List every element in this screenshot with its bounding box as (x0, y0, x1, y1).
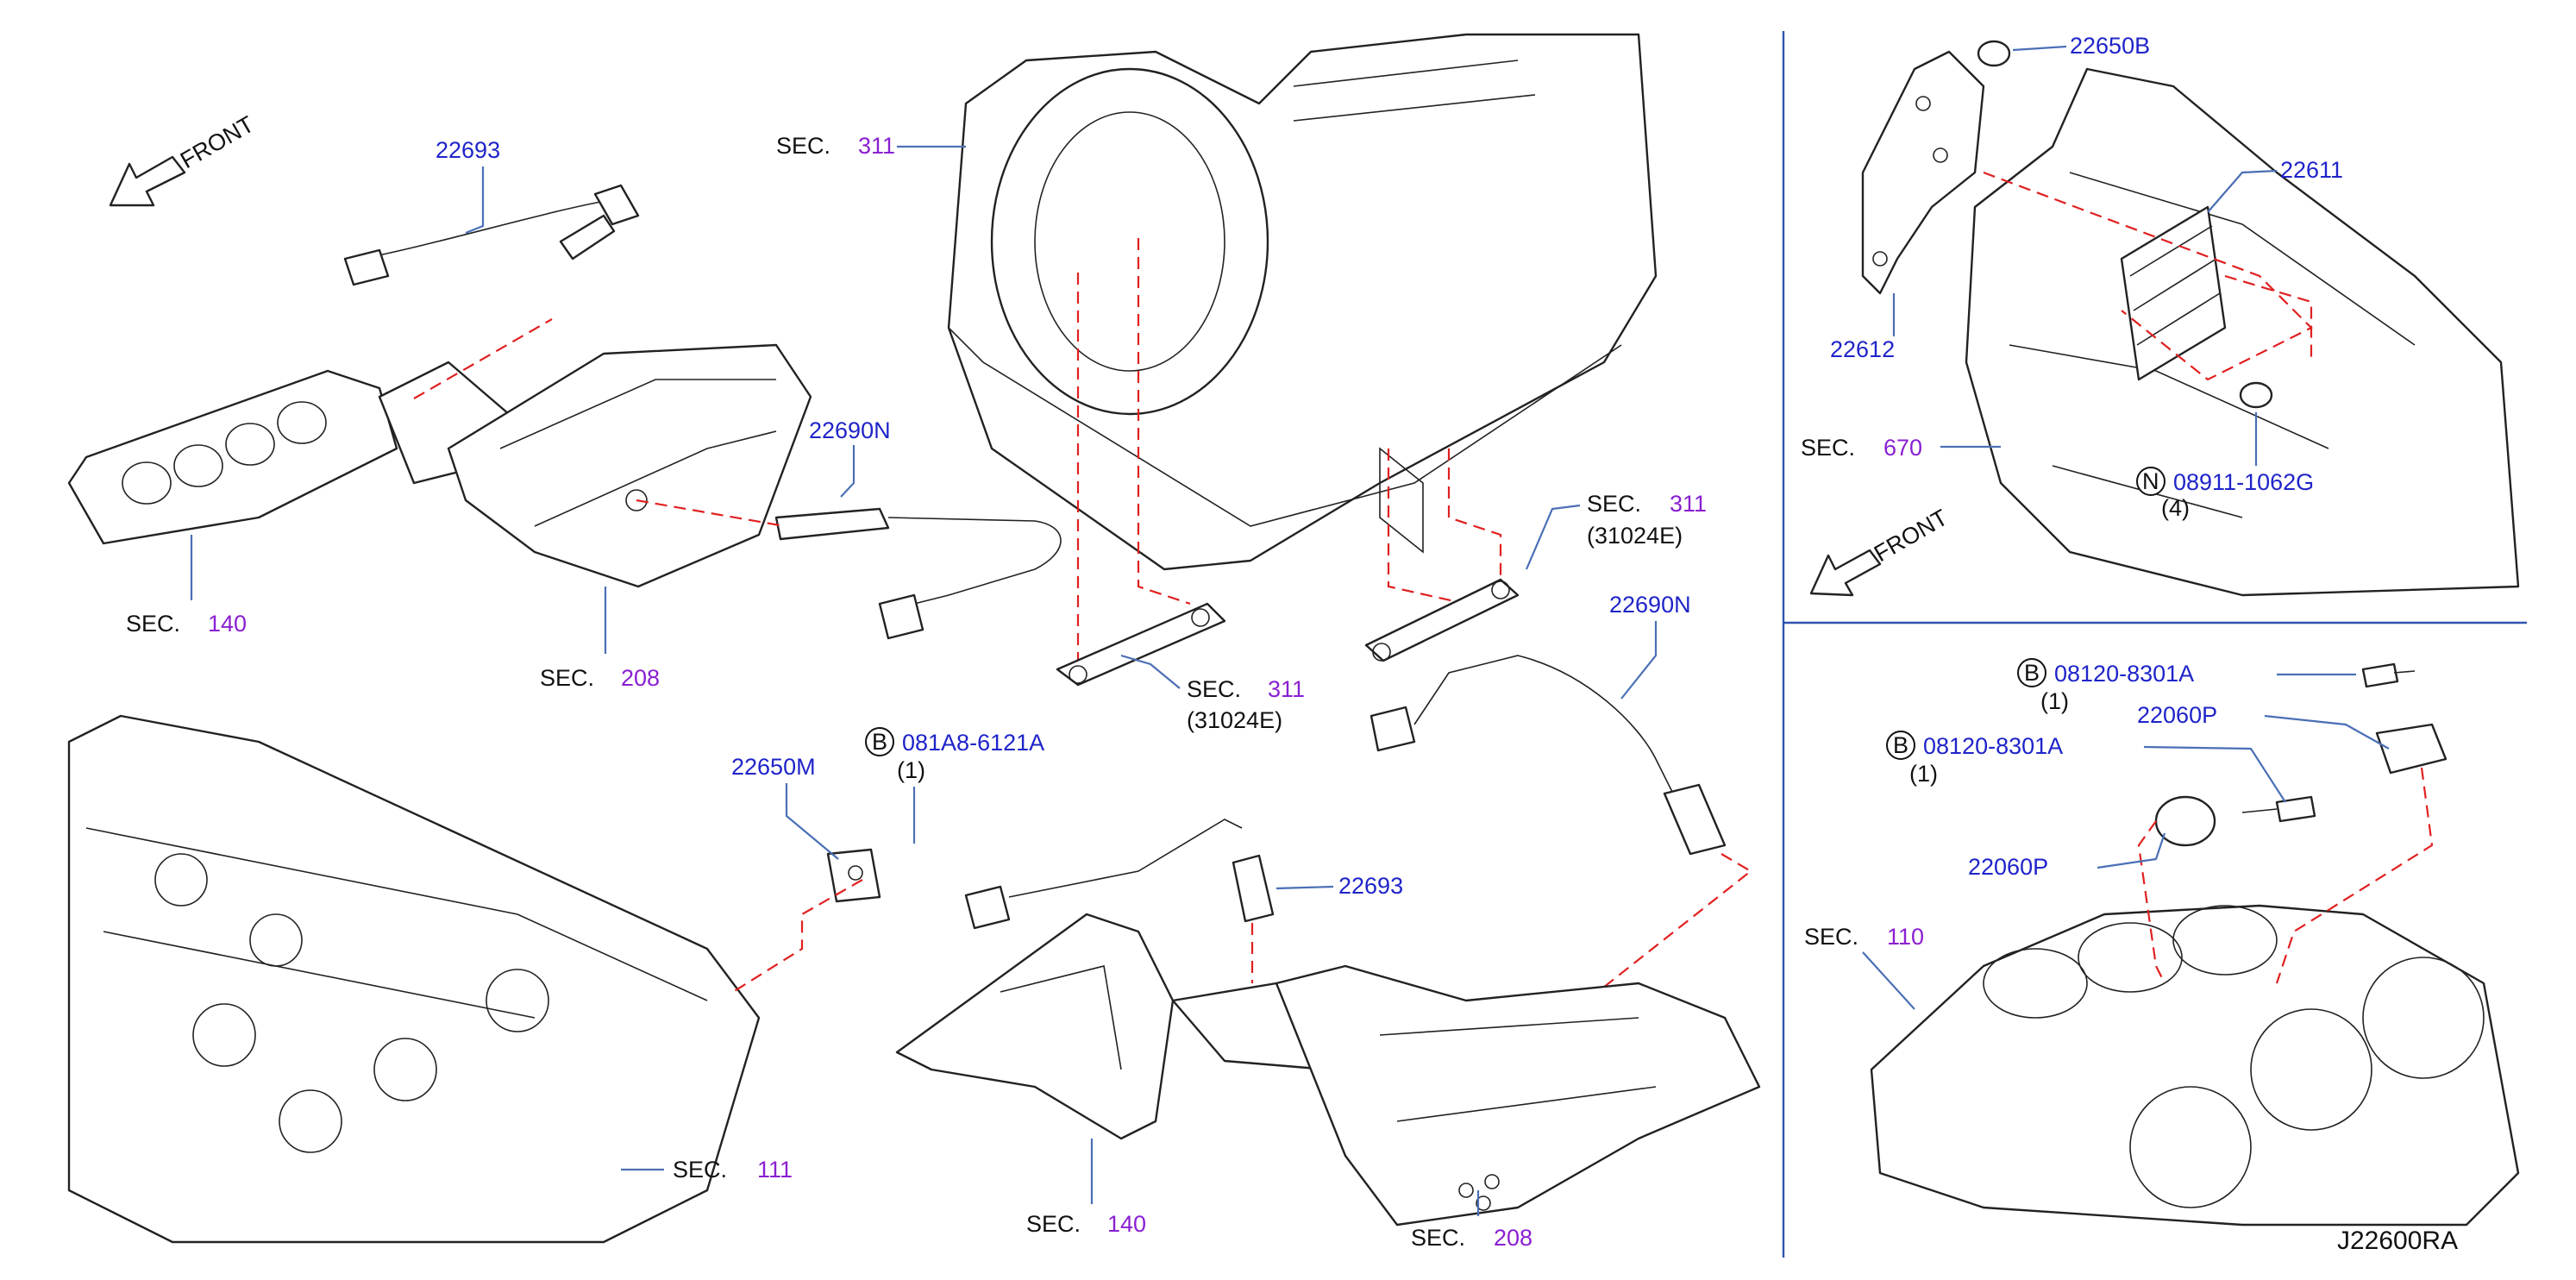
bracket-31024E-left (1056, 602, 1226, 687)
part-22060P-lower: 22060P (1968, 854, 2048, 880)
part-08911-1062G: 08911-1062G (2173, 469, 2314, 495)
sec-311-top: 311 (858, 133, 895, 159)
sec-111: 111 (757, 1157, 793, 1183)
sec-140-lower: 140 (1107, 1211, 1146, 1237)
part-22690N-right: 22690N (1609, 592, 1691, 618)
sec-label: SEC. (1026, 1211, 1081, 1237)
sec-label: SEC. (1804, 924, 1858, 950)
nut-08911-circle-letter: N (2142, 468, 2159, 494)
part-08120-8301A-a: 08120-8301A (2054, 661, 2194, 687)
ecm-22611 (2120, 205, 2227, 381)
sec-label: SEC. (126, 611, 180, 637)
part-22650B: 22650B (2070, 33, 2150, 59)
bolt-08120-upper (2361, 662, 2416, 688)
bracket-22650M (826, 848, 881, 903)
part-08120-a-qty: (1) (2040, 688, 2069, 714)
part-22612: 22612 (1830, 336, 1895, 362)
sec-label: SEC. (1587, 491, 1641, 517)
transmission-case (947, 33, 1658, 571)
catalytic-converter-upper (447, 343, 812, 588)
sec-311-bracket-left: 311 (1268, 676, 1305, 702)
sec-label: SEC. (776, 133, 830, 159)
nut-08911 (2239, 381, 2273, 409)
bolt-circle-B-08120-b (1886, 731, 1915, 760)
exhaust-manifold-upper (67, 361, 511, 545)
sec-311-bracket-left-sub: (31024E) (1187, 707, 1282, 733)
front-label-left: FRONT (176, 111, 259, 173)
cylinder-block-110 (1870, 904, 2520, 1227)
bolt-08120-b-circle-letter: B (1893, 732, 1908, 758)
part-08120-b-qty: (1) (1909, 761, 1938, 787)
bracket-31024E-right (1364, 578, 1520, 662)
part-081A8-6121A: 081A8-6121A (902, 730, 1044, 756)
part-08120-8301A-b: 08120-8301A (1923, 733, 2063, 759)
sec-label: SEC. (1187, 676, 1241, 702)
bolt-circle-B-081A8 (865, 727, 894, 756)
part-22693-lower: 22693 (1338, 873, 1403, 899)
front-arrow-icon (109, 155, 186, 207)
part-22060P-upper: 22060P (2137, 702, 2217, 728)
sec-208-upper: 208 (621, 665, 660, 691)
part-22690N-mid: 22690N (809, 417, 891, 443)
oxygen-sensor-22690N-right (1369, 655, 1727, 856)
catalytic-converter-lower (1275, 964, 1761, 1227)
part-08911-qty: (4) (2161, 495, 2190, 521)
bolt-circle-B-08120-a (2017, 658, 2046, 687)
part-22693-upper: 22693 (436, 137, 500, 163)
part-22650M: 22650M (731, 754, 816, 780)
sec-670: 670 (1883, 435, 1922, 461)
bolt-081A8-circle-letter: B (872, 729, 887, 755)
exhaust-manifold-lower (895, 913, 1347, 1140)
diagram-code: J22600RA (2337, 1227, 2458, 1255)
bolt-08120-lower (2241, 795, 2316, 823)
oxygen-sensor-22690N-mid (774, 507, 1062, 640)
front-arrow-icon (1809, 549, 1882, 597)
part-081A8-qty: (1) (897, 757, 925, 783)
bolt-08120-a-circle-letter: B (2024, 660, 2040, 686)
sec-110: 110 (1887, 924, 1924, 950)
front-label-right: FRONT (1870, 505, 1952, 567)
oxygen-sensor-22693-upper (343, 184, 640, 286)
body-panel-670 (1965, 67, 2520, 597)
part-22611: 22611 (2280, 157, 2343, 183)
nut-circle-N (2136, 467, 2165, 496)
sec-label: SEC. (1801, 435, 1855, 461)
oxygen-sensor-22693-lower (964, 819, 1275, 930)
sec-label: SEC. (1411, 1225, 1465, 1251)
sec-label: SEC. (673, 1157, 727, 1183)
grommet-22650B (1977, 40, 2011, 67)
sec-label: SEC. (540, 665, 594, 691)
knock-sensor-22060P-upper (2375, 723, 2448, 775)
sec-140-upper: 140 (208, 611, 247, 637)
knock-sensor-22060P-lower (2154, 795, 2216, 847)
cylinder-head-left (67, 714, 761, 1244)
bracket-22612 (1861, 50, 1985, 295)
sec-208-lower: 208 (1494, 1225, 1532, 1251)
sec-311-bracket-right-sub: (31024E) (1587, 523, 1683, 549)
sec-311-bracket-right: 311 (1670, 491, 1707, 517)
